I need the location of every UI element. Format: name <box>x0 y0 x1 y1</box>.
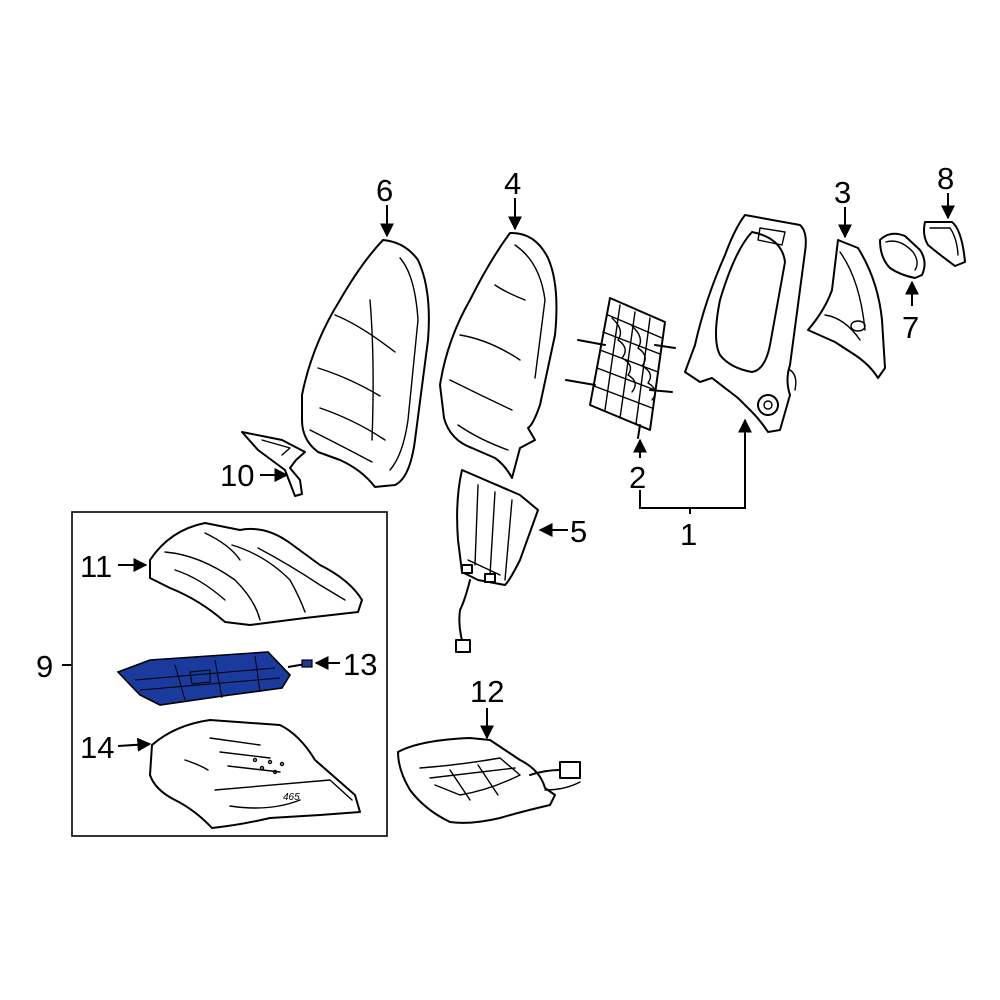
part-13-cushion-heater[interactable] <box>116 651 313 706</box>
callout-8: 8 <box>937 161 954 196</box>
seat-cushion-group-box <box>71 511 388 837</box>
part-3-side-cover[interactable] <box>807 239 886 379</box>
callout-10: 10 <box>220 458 254 493</box>
part-12-cushion-mat[interactable] <box>397 737 581 824</box>
part-2-spring-mat[interactable] <box>565 297 676 439</box>
part-1-backrest-frame[interactable] <box>684 214 807 433</box>
leader-lines <box>62 193 955 752</box>
part-stamp-text: 465 <box>283 792 300 803</box>
callout-6: 6 <box>376 173 393 208</box>
callout-3: 3 <box>834 175 851 210</box>
callout-labels: 6 4 3 8 7 2 1 5 10 11 9 13 14 12 <box>36 161 954 765</box>
part-5-backrest-heater[interactable] <box>455 469 539 653</box>
callout-9: 9 <box>36 649 53 684</box>
callout-12: 12 <box>470 674 504 709</box>
callout-7: 7 <box>902 310 919 345</box>
callout-2: 2 <box>629 460 646 495</box>
callout-14: 14 <box>80 730 114 765</box>
part-7-trim-cap[interactable] <box>879 232 926 279</box>
part-4-backrest-pad[interactable] <box>439 231 558 479</box>
callout-1: 1 <box>680 517 697 552</box>
part-8-trim-cover[interactable] <box>923 221 966 267</box>
part-10-bracket[interactable] <box>241 431 306 497</box>
part-14-cushion-foam[interactable]: 465 <box>149 719 361 829</box>
callout-13: 13 <box>343 647 377 682</box>
callout-5: 5 <box>570 514 587 549</box>
part-6-backrest-cover[interactable] <box>301 239 430 488</box>
callout-11: 11 <box>80 549 112 584</box>
callout-4: 4 <box>504 166 521 201</box>
part-11-cushion-cover[interactable] <box>149 522 363 626</box>
